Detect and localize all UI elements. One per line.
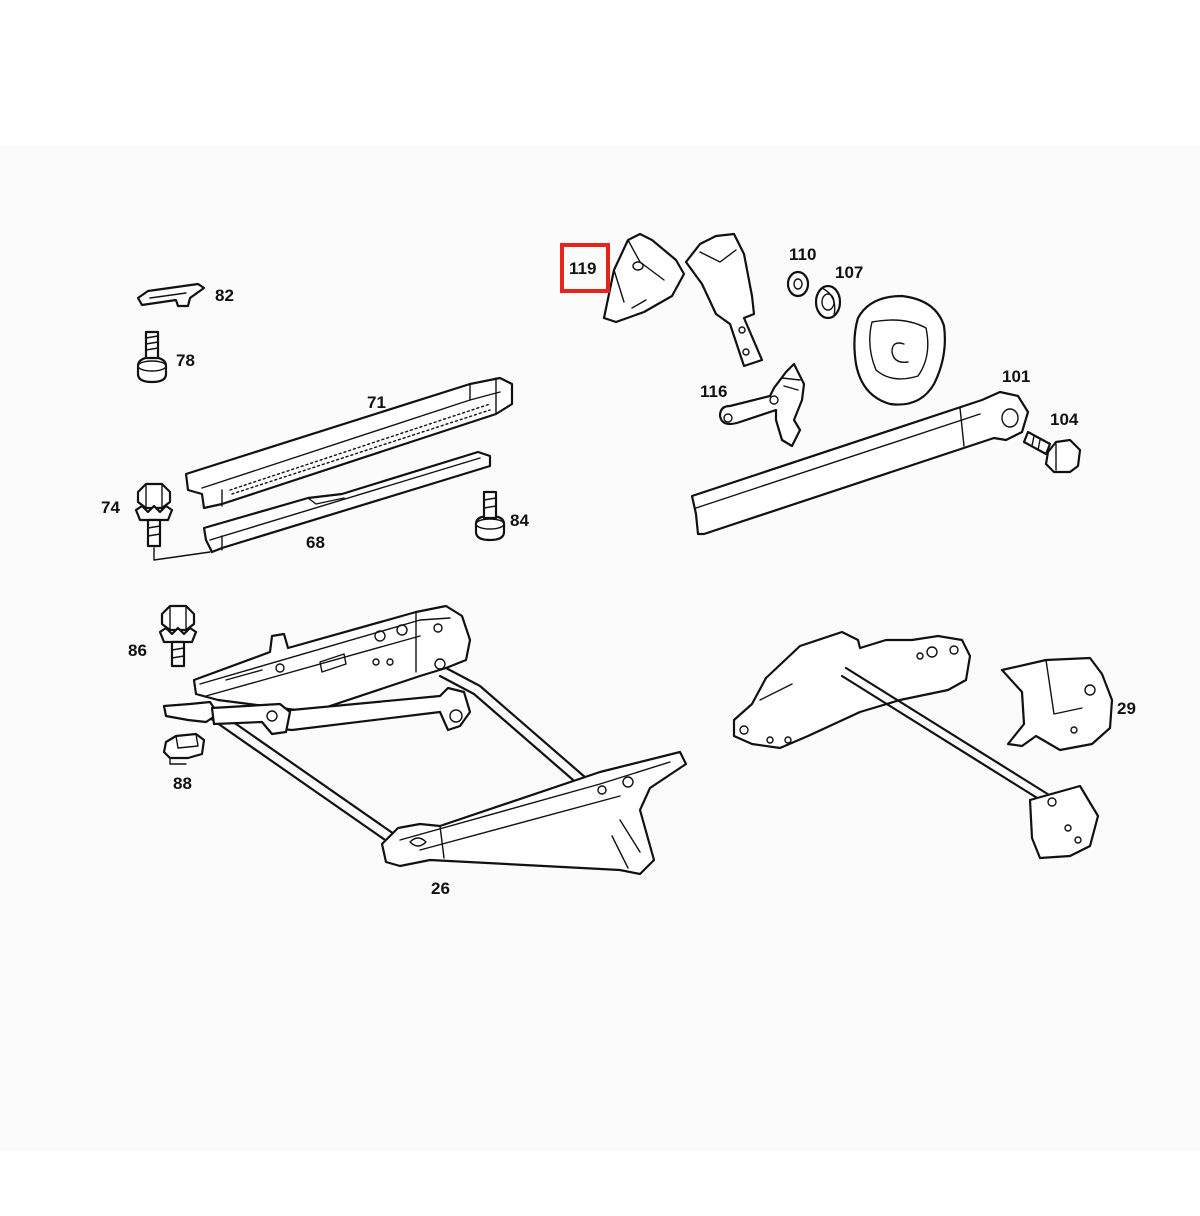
part-107-bushing[interactable] [814,284,842,320]
callout-119-highlight-box [560,243,610,293]
part-29-bracket[interactable] [1000,656,1114,752]
callout-119: 119 [569,259,596,278]
part-116-link[interactable] [718,362,806,448]
callout-78: 78 [176,351,195,370]
part-88-clip[interactable] [162,732,206,765]
callout-101: 101 [1002,367,1030,386]
part-119-cover[interactable] [602,232,686,324]
callout-29: 29 [1117,699,1136,718]
part-86-bolt[interactable] [158,604,198,668]
callout-68: 68 [306,533,325,552]
callout-110: 110 [789,245,816,264]
part-101-arm[interactable] [690,390,1030,536]
part-82-clip[interactable] [136,282,206,308]
part-104-bolt[interactable] [1022,430,1082,474]
callout-26: 26 [431,879,450,898]
callout-104: 104 [1050,410,1079,429]
part-71-upper-rail[interactable] [184,376,514,510]
callout-116: 116 [700,382,727,401]
callout-86: 86 [128,641,147,660]
diagram-panel [0,146,1200,1151]
part-68-lower-rail[interactable] [202,450,492,554]
part-recliner-mechanism[interactable] [732,630,1100,860]
part-adjuster-knob[interactable] [853,294,946,406]
callout-88: 88 [173,774,192,793]
part-84-screw[interactable] [474,490,506,542]
callout-107: 107 [835,263,863,282]
callout-71: 71 [367,393,386,412]
part-26-seat-frame[interactable] [162,604,688,876]
callout-84: 84 [510,511,529,530]
part-78-screw[interactable] [136,330,168,384]
part-backrest-bracket[interactable] [684,232,764,368]
part-110-washer[interactable] [786,270,810,298]
callout-74: 74 [101,498,120,517]
part-74-hex-bolt[interactable] [134,482,211,561]
callout-82: 82 [215,286,234,305]
